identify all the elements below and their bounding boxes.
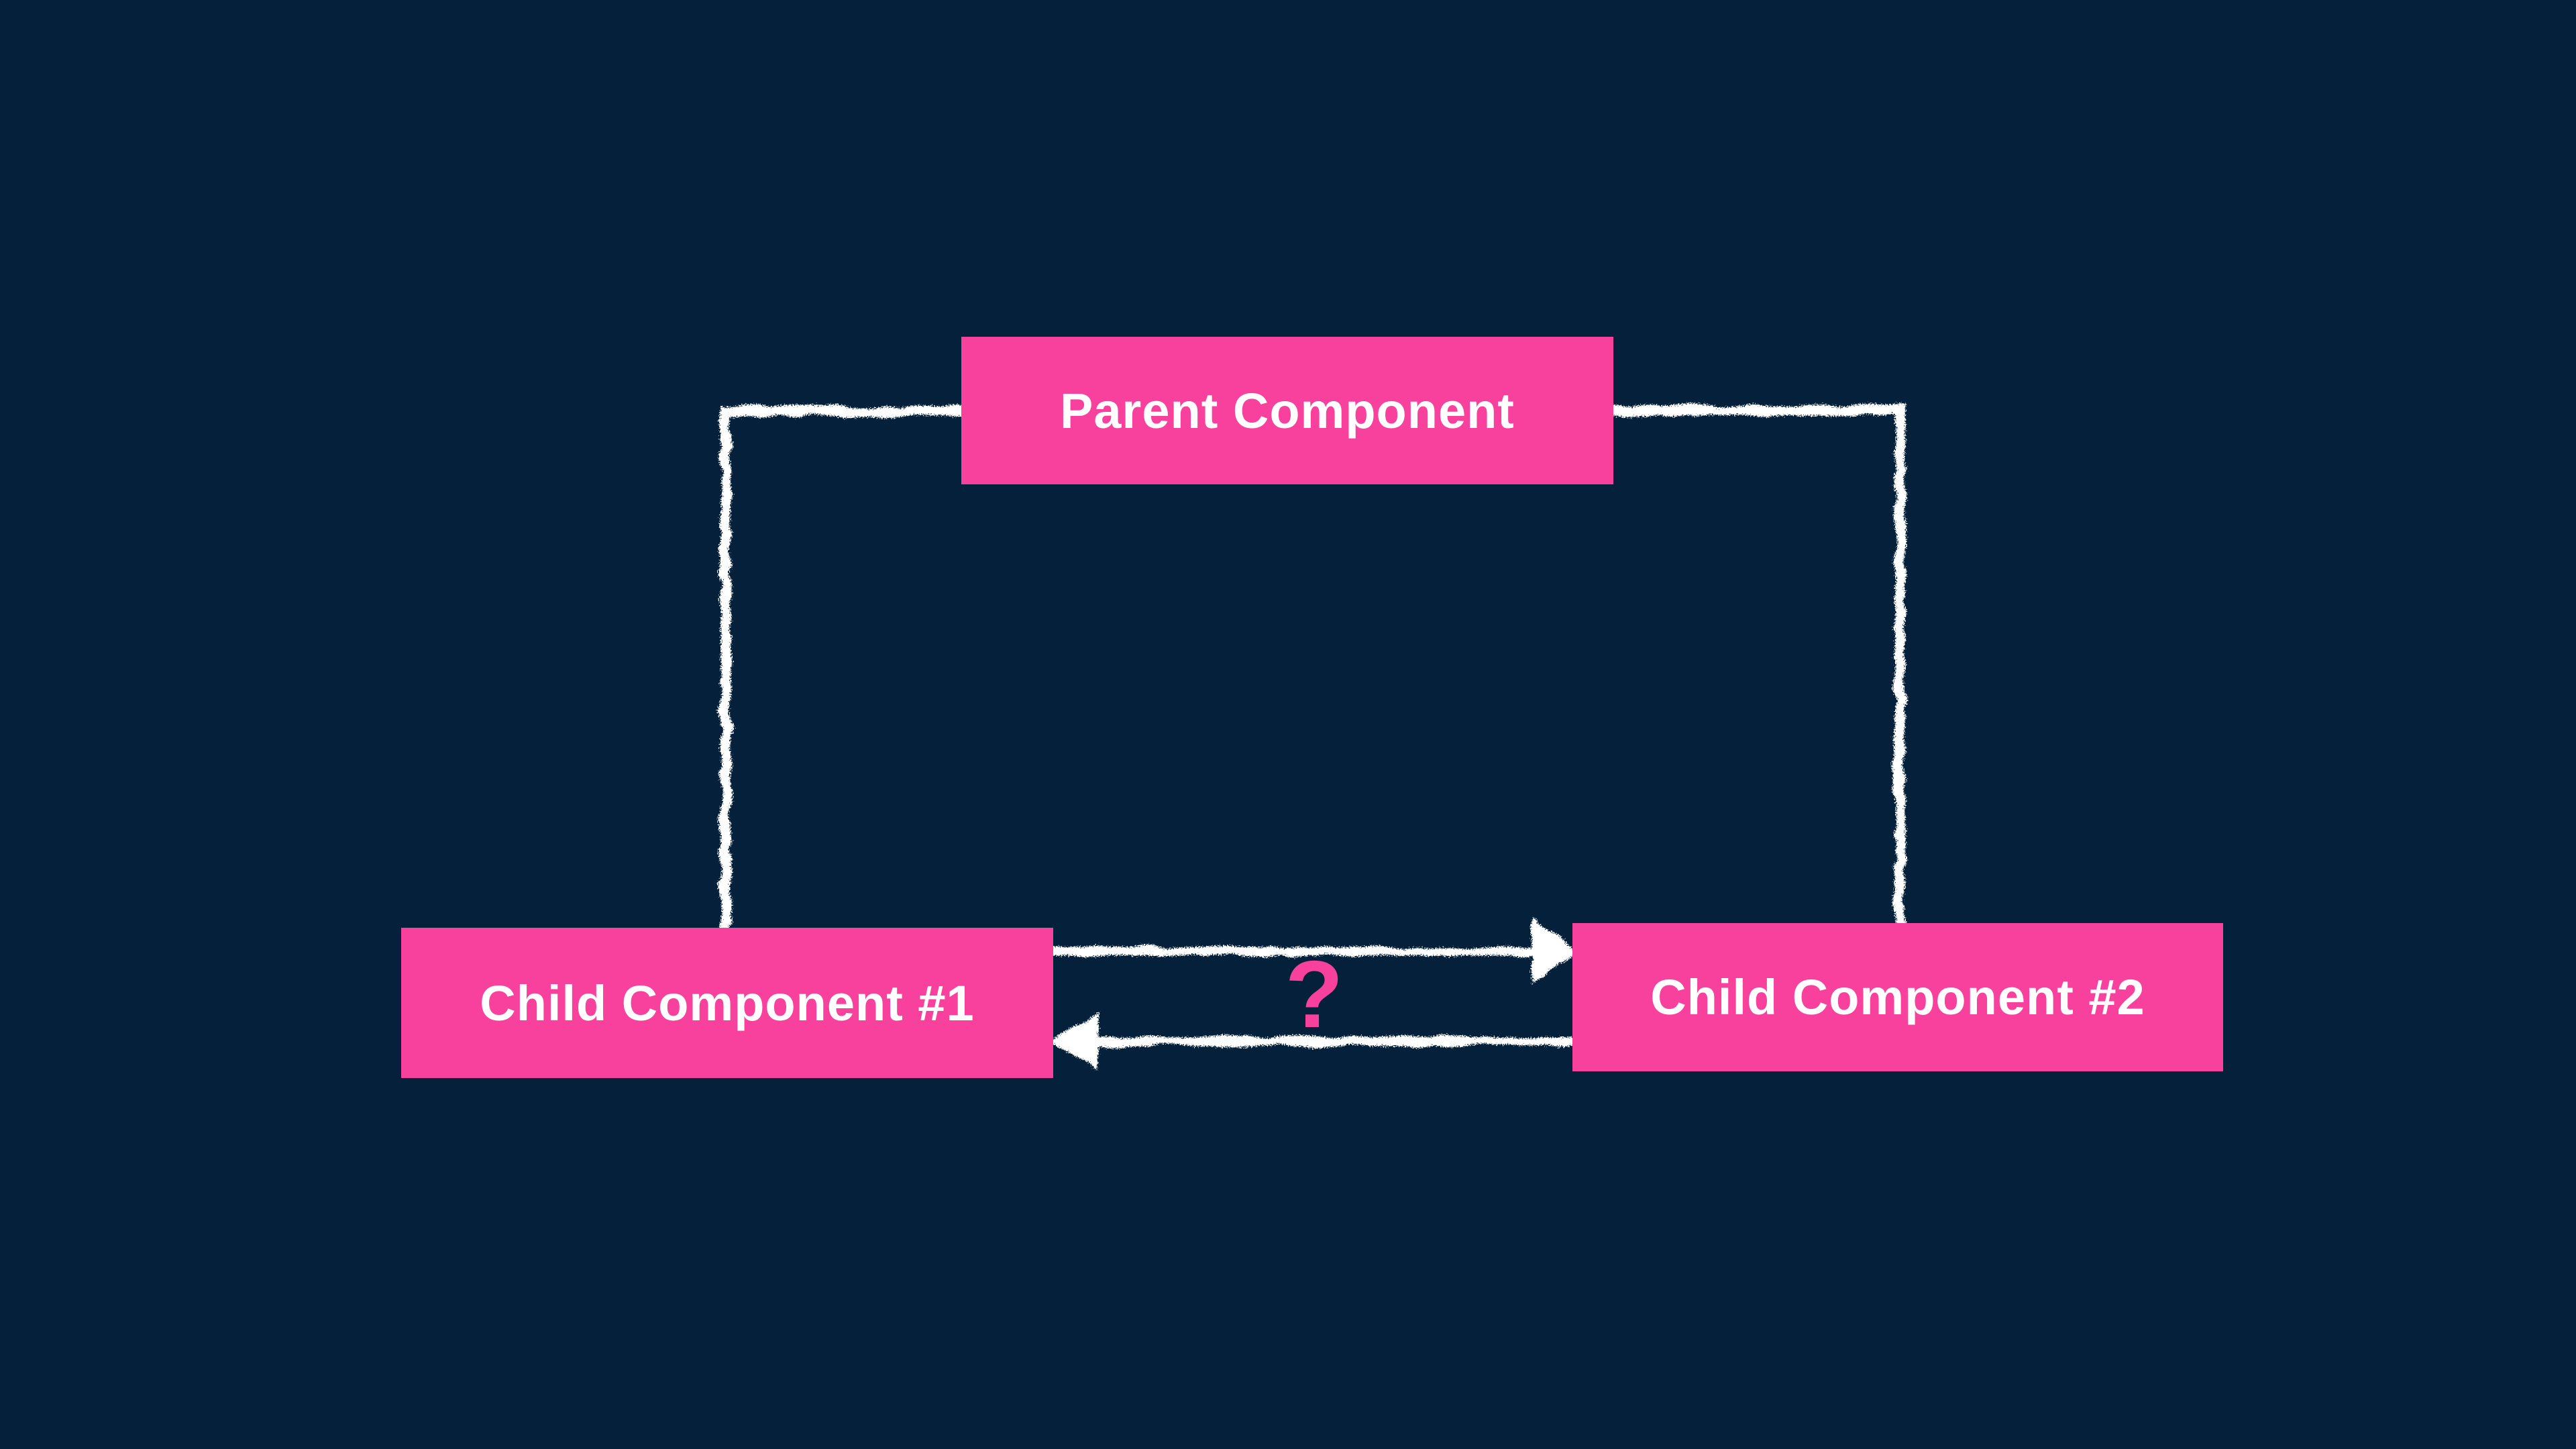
child-component-2-node: Child Component #2 xyxy=(1572,923,2223,1071)
child1-to-child2-arrowhead xyxy=(1532,918,1578,984)
parent-to-child1-connector xyxy=(720,406,971,938)
question-mark-label: ? xyxy=(1285,941,1344,1048)
child2-to-child1-arrowhead xyxy=(1051,1013,1099,1069)
child-component-2-label: Child Component #2 xyxy=(1650,969,2145,1025)
parent-to-child2-connector xyxy=(1605,405,1905,932)
parent-component-node: Parent Component xyxy=(961,337,1613,484)
parent-component-label: Parent Component xyxy=(1060,382,1515,439)
child-component-1-node: Child Component #1 xyxy=(401,928,1053,1078)
child-component-1-label: Child Component #1 xyxy=(480,975,975,1031)
